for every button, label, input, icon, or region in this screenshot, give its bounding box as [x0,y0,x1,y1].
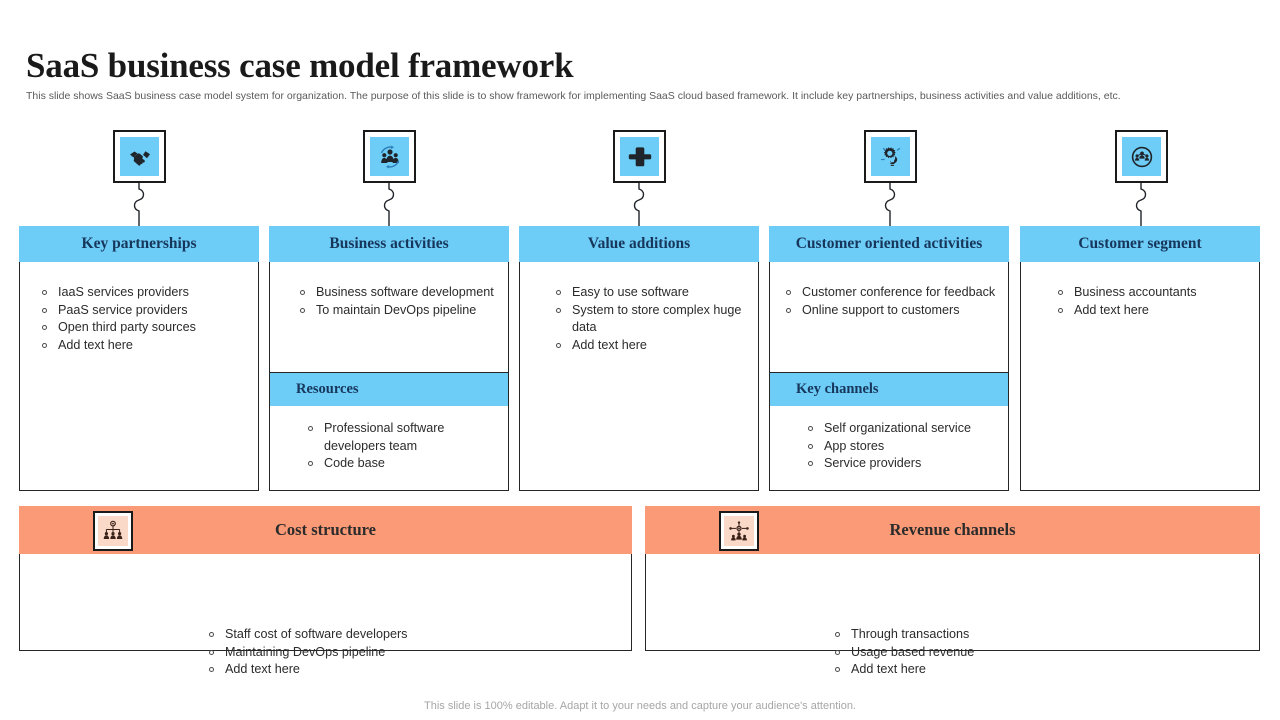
bullet-list: IaaS services providers PaaS service pro… [38,284,248,354]
list-item: Open third party sources [38,319,248,337]
column-body: Customer conference for feedback Online … [769,262,1009,373]
list-item: Service providers [804,455,1002,473]
column-header: Customer segment [1020,226,1260,262]
list-item: Business accountants [1054,284,1249,302]
people-network-icon [1122,137,1161,176]
column-header: Key partnerships [19,226,259,262]
icon-box-revenue-channels [719,511,759,551]
column-header: Customer oriented activities [769,226,1009,262]
sub-header-resources: Resources [269,373,509,406]
column-key-partnerships: Key partnerships IaaS services providers… [19,226,259,491]
panel-header: Revenue channels [645,506,1260,554]
sub-body-resources: Professional software developers team Co… [269,406,509,491]
panel-header: Cost structure [19,506,632,554]
bullet-list: Professional software developers team Co… [304,420,498,473]
bullet-list: Self organizational service App stores S… [804,420,1002,473]
org-chart-icon [98,516,128,546]
bullet-list: Staff cost of software developers Mainta… [205,626,407,679]
handshake-icon [120,137,159,176]
panel-body: Through transactions Usage based revenue… [645,554,1260,676]
icon-box-business-activities [363,130,416,183]
list-item: Add text here [1054,302,1249,320]
team-cycle-icon [370,137,409,176]
list-item: Through transactions [831,626,974,644]
list-item: Staff cost of software developers [205,626,407,644]
list-item: Code base [304,455,498,473]
list-item: Usage based revenue [831,644,974,662]
list-item: Add text here [205,661,407,679]
panel-title: Cost structure [275,520,376,539]
gear-idea-icon [871,137,910,176]
column-header: Business activities [269,226,509,262]
column-value-additions: Value additions Easy to use software Sys… [519,226,759,491]
list-item: Easy to use software [552,284,748,302]
column-body: IaaS services providers PaaS service pro… [19,262,259,491]
list-item: Customer conference for feedback [782,284,998,302]
panel-revenue-channels: Revenue channels Through transactions Us… [645,506,1260,676]
bullet-list: Business software development To maintai… [296,284,498,319]
icon-box-cost-structure [93,511,133,551]
bullet-list: Business accountants Add text here [1054,284,1249,319]
column-body: Business accountants Add text here [1020,262,1260,491]
list-item: Professional software developers team [304,420,498,455]
page-title: SaaS business case model framework [26,46,574,86]
icon-box-key-partnerships [113,130,166,183]
list-item: Business software development [296,284,498,302]
list-item: Add text here [831,661,974,679]
slide-footer: This slide is 100% editable. Adapt it to… [424,700,856,712]
list-item: Add text here [38,337,248,355]
connector-line-3 [633,183,645,227]
connector-line-4 [884,183,896,227]
column-business-activities: Business activities Business software de… [269,226,509,491]
panel-body: Staff cost of software developers Mainta… [19,554,632,676]
icon-box-customer-segment [1115,130,1168,183]
list-item: App stores [804,438,1002,456]
bullet-list: Easy to use software System to store com… [552,284,748,354]
revenue-network-icon [724,516,754,546]
panel-cost-structure: Cost structure Staff cost of software de… [19,506,632,676]
list-item: System to store complex huge data [552,302,748,337]
panel-title: Revenue channels [889,520,1016,539]
bullet-list: Through transactions Usage based revenue… [831,626,974,679]
column-header: Value additions [519,226,759,262]
column-body: Business software development To maintai… [269,262,509,373]
connector-line-5 [1135,183,1147,227]
list-item: PaaS service providers [38,302,248,320]
sub-header-key-channels: Key channels [769,373,1009,406]
page-subtitle: This slide shows SaaS business case mode… [26,89,1121,102]
plus-icon [620,137,659,176]
connector-line-1 [133,183,145,227]
list-item: IaaS services providers [38,284,248,302]
sub-body-key-channels: Self organizational service App stores S… [769,406,1009,491]
column-customer-oriented-activities: Customer oriented activities Customer co… [769,226,1009,491]
connector-line-2 [383,183,395,227]
list-item: Maintaining DevOps pipeline [205,644,407,662]
list-item: Online support to customers [782,302,998,320]
icon-box-value-additions [613,130,666,183]
list-item: Self organizational service [804,420,1002,438]
column-body: Easy to use software System to store com… [519,262,759,491]
icon-box-customer-oriented-activities [864,130,917,183]
list-item: Add text here [552,337,748,355]
bullet-list: Customer conference for feedback Online … [782,284,998,319]
list-item: To maintain DevOps pipeline [296,302,498,320]
column-customer-segment: Customer segment Business accountants Ad… [1020,226,1260,491]
